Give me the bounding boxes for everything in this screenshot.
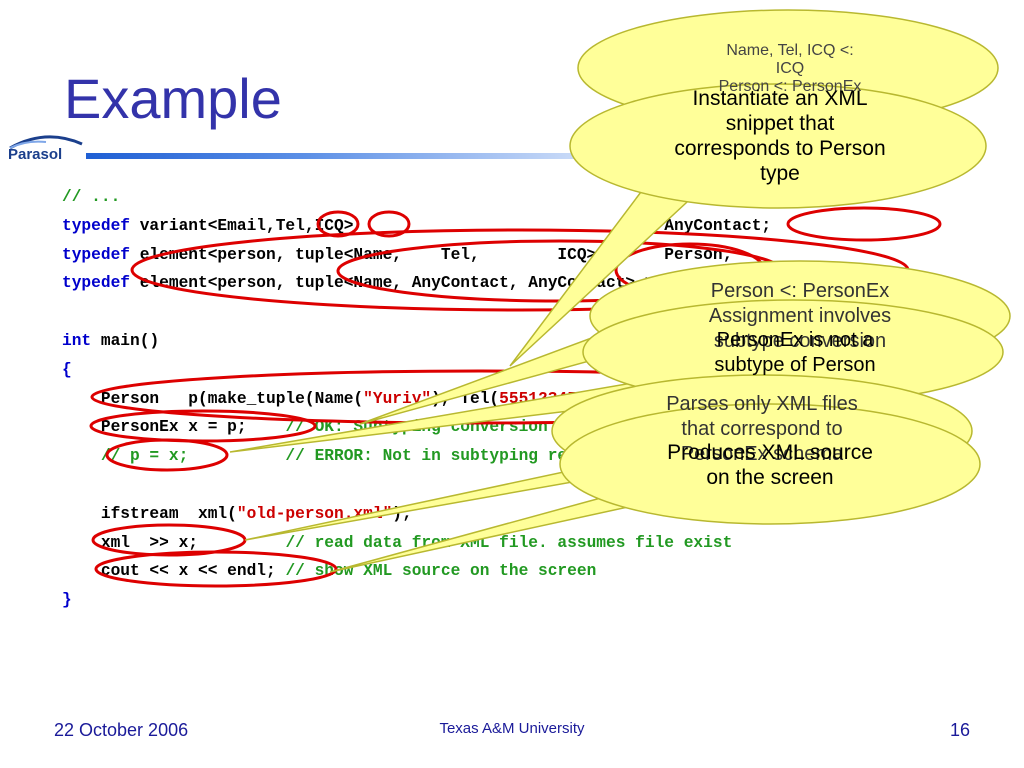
logo-text: Parasol <box>8 146 63 163</box>
circle-icq <box>367 210 411 238</box>
callout-line: that correspond to <box>681 418 843 440</box>
callout-line: corresponds to Person <box>674 137 886 160</box>
code-line: { <box>62 360 72 379</box>
footer-date: 22 October 2006 <box>54 720 189 740</box>
callout-line: Instantiate an XML <box>692 87 868 110</box>
code-line: typedef variant<Email,Tel,ICQ> AnyContac… <box>62 216 772 235</box>
callout-line: type <box>760 162 800 185</box>
callout-line: Person <: PersonEx <box>718 78 862 95</box>
callout-line: subtype conversion <box>713 330 887 352</box>
callout-4-text: PersonEx is not a subtype of Person <box>645 328 945 378</box>
title-underline-bar <box>86 153 626 159</box>
code-line: } <box>62 591 72 610</box>
circle-xml-read <box>91 523 247 557</box>
callout-line: on the screen <box>706 466 834 489</box>
circle-cout <box>94 550 338 588</box>
footer-page-number: 16 <box>950 720 971 740</box>
slide-title: Example <box>64 67 282 130</box>
code-block: // ... typedef variant<Email,Tel,ICQ> Any… <box>62 183 771 615</box>
footer-center: Texas A&M University <box>439 720 585 737</box>
circle-personex-assign <box>89 409 317 443</box>
code-line: int main() <box>62 331 160 350</box>
callout-line: snippet that <box>725 112 835 135</box>
callout-line: Parses only XML files <box>666 393 858 415</box>
callout-6-bubble <box>559 403 981 525</box>
callout-line: ICQ <box>775 60 805 77</box>
circle-anycontact-def <box>786 206 942 242</box>
callout-line: subtype of Person <box>714 354 876 376</box>
callout-line: Name, Tel, ICQ <: <box>726 42 854 59</box>
parasol-logo-icon <box>9 135 83 150</box>
callout-2-bubble <box>569 83 987 209</box>
callout-line: Produces XML source <box>667 441 873 464</box>
callout-line: Assignment involves <box>708 305 892 327</box>
callout-line: PersonEx is not a <box>716 329 874 351</box>
circle-p-equals-x <box>105 438 229 472</box>
code-line: // ... <box>62 188 121 206</box>
code-line: xml >> x; // read data from XML file. as… <box>62 533 733 552</box>
callout-line: Person <: PersonEx <box>710 280 890 302</box>
callout-line: PersonEx schema <box>680 443 844 465</box>
